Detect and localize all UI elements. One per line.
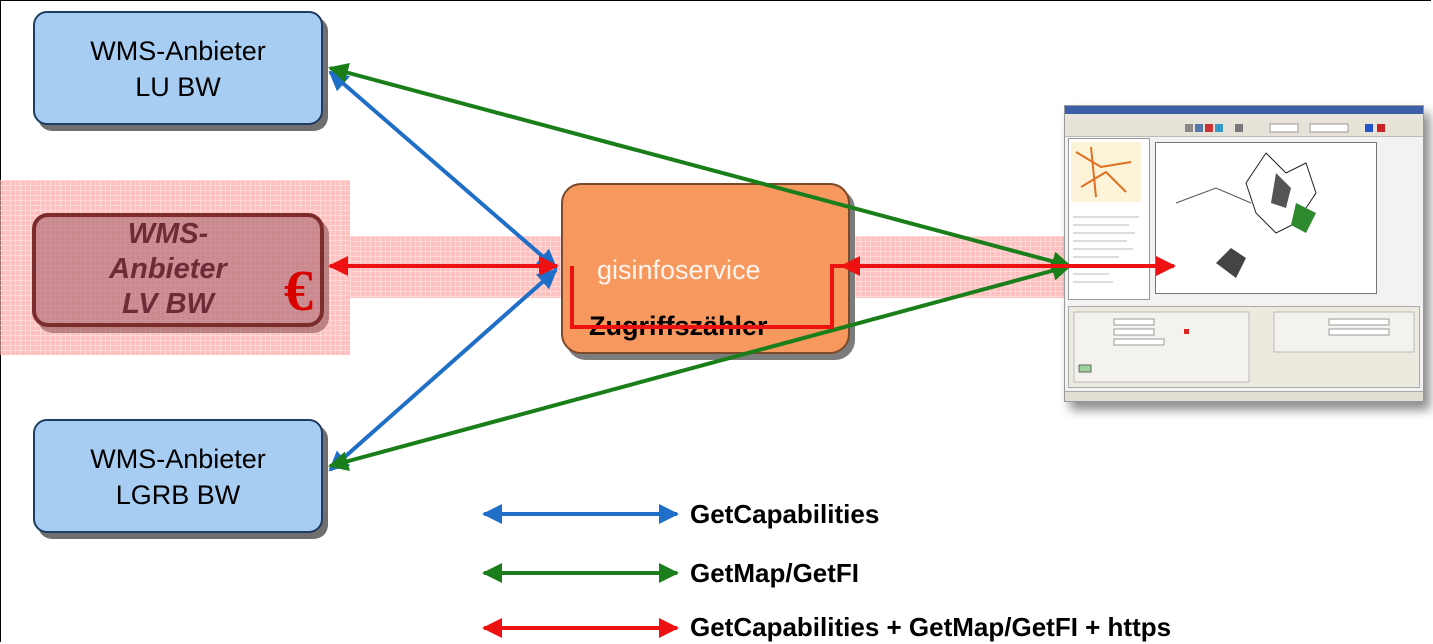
node-lu-bw: WMS-Anbieter LU BW (33, 11, 323, 125)
client-toolbar-icons (1185, 123, 1385, 133)
node-lv-bw-line3: LV BW (122, 288, 214, 320)
client-toolbar (1065, 122, 1423, 137)
node-lgrb-bw-line1: WMS-Anbieter (90, 444, 266, 474)
map-view-features (1175, 152, 1317, 278)
client-overview-map (1071, 142, 1141, 202)
node-lv-bw: WMS- Anbieter LV BW € (32, 213, 324, 327)
node-lgrb-bw: WMS-Anbieter LGRB BW (33, 419, 323, 533)
arrow-lu-client-getmap (328, 62, 1072, 272)
node-lgrb-bw-line2: LGRB BW (115, 480, 241, 510)
node-lu-bw-line2: LU BW (135, 72, 221, 102)
client-feature-info-panel (1068, 306, 1420, 388)
overview-map-roads (1075, 146, 1132, 198)
feature-info-form (1073, 311, 1415, 383)
node-lv-bw-label: WMS- Anbieter LV BW (98, 217, 238, 322)
legend-label-getcapabilities: GetCapabilities (690, 499, 880, 529)
node-lu-bw-line1: WMS-Anbieter (90, 36, 266, 66)
client-map-view (1155, 142, 1377, 294)
euro-symbol: € (284, 258, 313, 323)
client-menubar (1065, 114, 1423, 122)
counter-route (570, 264, 842, 329)
client-titlebar (1065, 106, 1423, 114)
arrow-lgrb-client-getmap (328, 261, 1072, 471)
client-statusbar (1065, 391, 1423, 401)
legend-label-getmap: GetMap/GetFI (690, 558, 860, 588)
node-lv-bw-line2: Anbieter (109, 253, 227, 285)
arrow-lu-gis-capabilities (328, 70, 558, 270)
legend-label-https: GetCapabilities + GetMap/GetFI + https (690, 612, 1172, 642)
arrow-lgrb-gis-capabilities (328, 268, 558, 472)
node-lv-bw-line1: WMS- (127, 218, 209, 250)
